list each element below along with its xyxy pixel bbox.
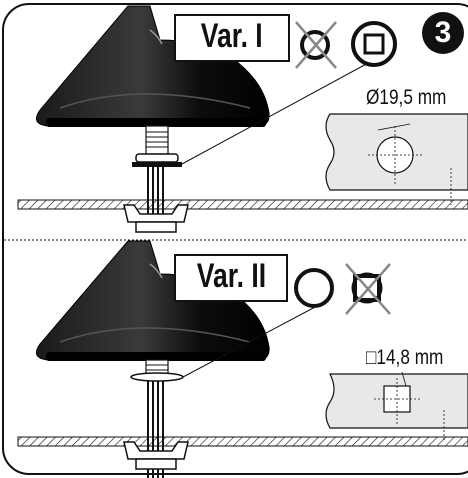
roof-panel xyxy=(17,436,468,447)
square-hole-dimension: □14,8 mm xyxy=(366,346,444,369)
round-washer-crossed-out-icon xyxy=(295,21,337,69)
square-washer-crossed-out-icon xyxy=(345,263,391,315)
mounting-stud xyxy=(123,125,189,233)
variant-1-label: Var. I xyxy=(174,14,290,62)
callout-line xyxy=(181,61,371,165)
variant-2-section xyxy=(17,240,468,478)
variant-1-label-text: Var. I xyxy=(201,17,263,55)
round-hole-detail xyxy=(325,113,468,205)
panel-frame xyxy=(2,3,468,475)
callout-line xyxy=(182,305,318,378)
square-washer xyxy=(132,162,182,167)
step-number-badge: 3 xyxy=(422,12,464,54)
roof-panel xyxy=(17,199,468,210)
variant-2-label: Var. II xyxy=(174,254,288,302)
round-washer xyxy=(130,372,184,382)
round-washer-icon xyxy=(294,268,334,308)
variant-1-section xyxy=(17,5,468,233)
square-washer-icon xyxy=(351,21,397,67)
square-hole-detail xyxy=(325,371,468,440)
mounting-stud xyxy=(123,359,189,478)
round-hole-dimension: Ø19,5 mm xyxy=(366,86,447,109)
variant-2-label-text: Var. II xyxy=(196,257,266,295)
